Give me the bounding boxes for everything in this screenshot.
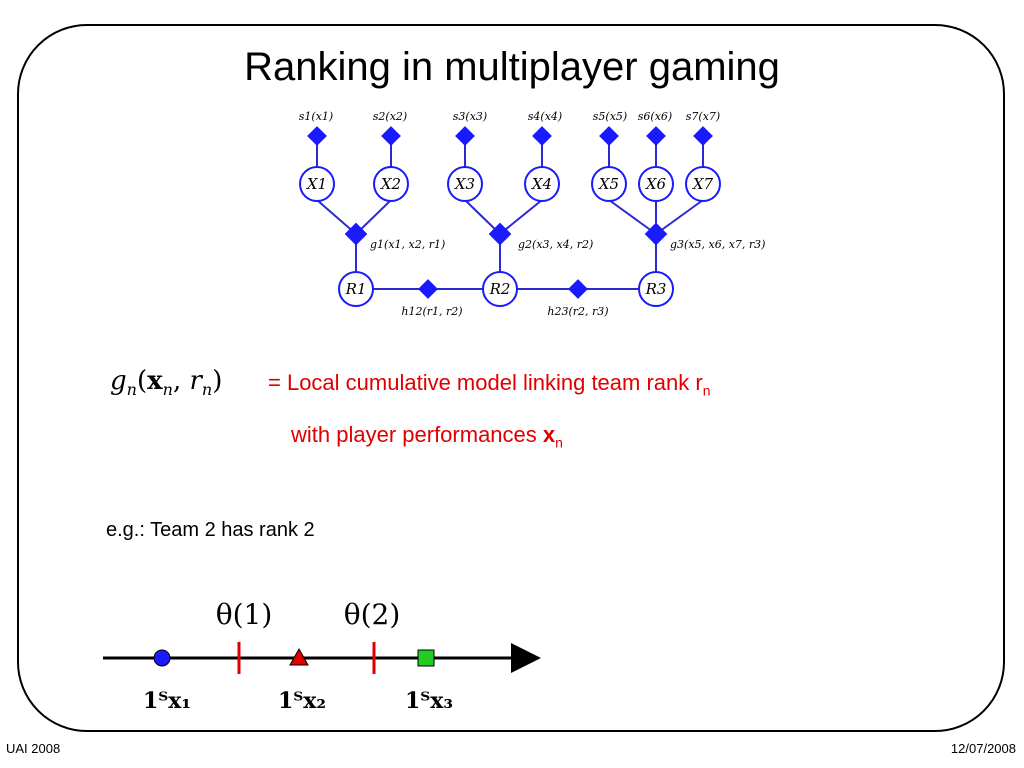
- player-label-4: X4: [531, 175, 552, 193]
- score-factor-6: [646, 126, 666, 146]
- marker-label-2: 1ᵀx₂: [278, 688, 326, 714]
- score-factor-1: [307, 126, 327, 146]
- player-node-4: [524, 166, 560, 202]
- score-factor-2: [381, 126, 401, 146]
- definition-second-sub: n: [555, 434, 563, 451]
- formula-x: x: [147, 366, 163, 396]
- rank-node-1: [338, 271, 374, 307]
- footer-conference: UAI 2008: [6, 741, 61, 756]
- score-factor-4: [532, 126, 552, 146]
- player-label-3: X3: [454, 175, 475, 193]
- player-node-7: [685, 166, 721, 202]
- slide-frame: [17, 24, 1005, 732]
- rank-node-3: [638, 271, 674, 307]
- player-node-2: [373, 166, 409, 202]
- score-factors: [307, 126, 713, 146]
- team-factor-label-3: g3(x5, x6, x7, r3): [670, 238, 765, 251]
- player-label-7: X7: [692, 175, 714, 193]
- graph-edges: [316, 136, 704, 290]
- marker-label-1: 1ᵀx₁: [143, 688, 191, 714]
- player-node-6: [638, 166, 674, 202]
- rank-label-3: R3: [645, 280, 667, 298]
- formula-r-sub: n: [201, 380, 213, 400]
- score-label-3: s3(x3): [453, 110, 487, 123]
- definition-line-1: = Local cumulative model linking team ra…: [268, 370, 711, 398]
- team-factor-label-1: g1(x1, x2, r1): [370, 238, 445, 251]
- score-label-7: s7(x7): [686, 110, 720, 123]
- team-factor-3: [644, 222, 668, 246]
- example-text: e.g.: Team 2 has rank 2: [106, 519, 315, 541]
- rank-node-2: [482, 271, 518, 307]
- pair-factor-label-23: h23(r2, r3): [547, 305, 608, 318]
- pair-factor-label-12: h12(r1, r2): [401, 305, 462, 318]
- rank-label-1: R1: [345, 280, 367, 298]
- threshold-label-2: θ(2): [344, 598, 401, 631]
- score-label-4: s4(x4): [528, 110, 562, 123]
- marker-team-3-square: [417, 649, 435, 667]
- footer-date: 12/07/2008: [950, 741, 1016, 756]
- pair-factor-23: [568, 279, 588, 299]
- slide-title: Ranking in multiplayer gaming: [244, 45, 780, 89]
- player-label-5: X5: [598, 175, 619, 193]
- player-node-3: [447, 166, 483, 202]
- score-label-1: s1(x1): [299, 110, 333, 123]
- factor-graph: s1(x1) s2(x2) s3(x3) s4(x4) s5(x5) s6(x6…: [299, 110, 766, 318]
- player-label-2: X2: [380, 175, 401, 193]
- player-label-6: X6: [645, 175, 667, 193]
- definition-lead-sub: n: [702, 382, 711, 399]
- team-factor-label-2: g2(x3, x4, r2): [518, 238, 593, 251]
- player-node-5: [591, 166, 627, 202]
- score-label-6: s6(x6): [638, 110, 672, 123]
- score-factor-7: [693, 126, 713, 146]
- rank-label-2: R2: [489, 280, 511, 298]
- marker-label-3: 1ᵀx₃: [405, 688, 453, 714]
- formula-r: r: [189, 366, 202, 396]
- formula-g-sub: n: [126, 380, 137, 400]
- definition-second: with player performances: [291, 422, 543, 447]
- marker-team-2-triangle: [289, 647, 309, 666]
- marker-team-1-circle: [153, 649, 171, 667]
- player-label-1: X1: [306, 175, 327, 193]
- formula-g-n: gn(xn, rn): [110, 366, 223, 400]
- formula-g: g: [110, 366, 127, 396]
- number-line: θ(1) θ(2) 1ᵀx₁ 1ᵀx₂ 1ᵀx₃: [103, 598, 541, 714]
- score-factor-3: [455, 126, 475, 146]
- definition-lead: = Local cumulative model linking team ra…: [268, 370, 703, 395]
- formula-x-sub: n: [162, 380, 173, 400]
- score-factor-5: [599, 126, 619, 146]
- definition-line-2: with player performances xn: [291, 422, 563, 450]
- threshold-label-1: θ(1): [216, 598, 273, 631]
- score-label-5: s5(x5): [593, 110, 627, 123]
- score-label-2: s2(x2): [373, 110, 407, 123]
- pair-factor-12: [418, 279, 438, 299]
- definition-bold-x: x: [542, 422, 556, 447]
- player-node-1: [299, 166, 335, 202]
